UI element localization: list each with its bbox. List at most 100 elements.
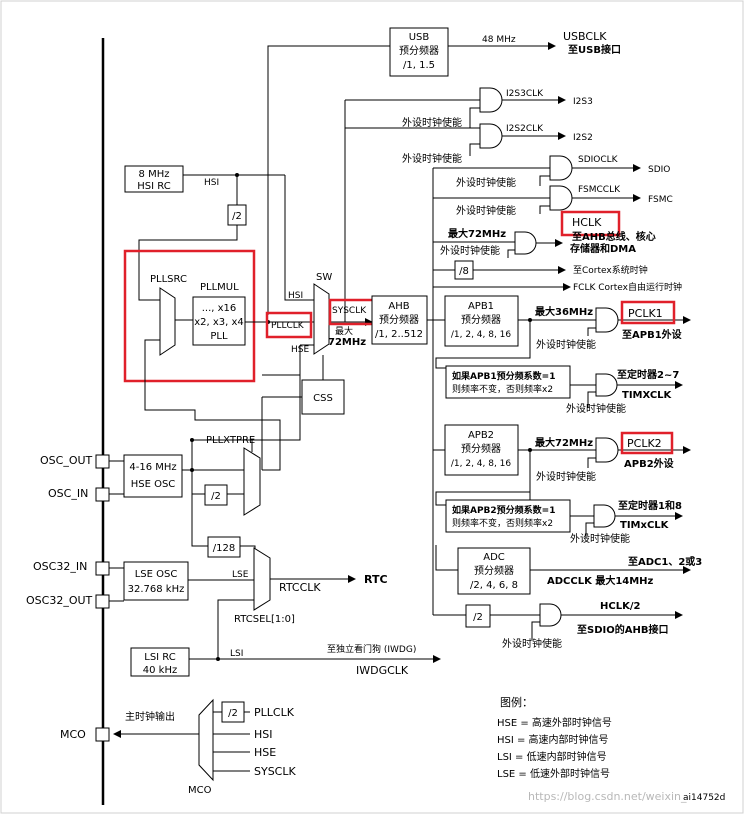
fsmc-periph-en: 外设时钟使能 <box>456 204 516 217</box>
apb2-note-line1: 如果APB2预分频系数=1 <box>452 504 556 516</box>
hsi-div2-label: /2 <box>232 211 242 222</box>
sysclk-label: SYSCLK <box>332 306 367 316</box>
hsi-sw-label: HSI <box>288 291 303 301</box>
timer27-label: 至定时器2~7 <box>617 368 679 381</box>
mco-mux <box>198 698 214 782</box>
sdio-ahb-gate <box>539 603 562 627</box>
mco-pin <box>95 727 110 742</box>
legend-lsi: LSI = 低速内部时钟信号 <box>497 750 607 763</box>
sdio-ahb-periph-en: 外设时钟使能 <box>502 637 562 650</box>
pclk1-periph-en: 外设时钟使能 <box>536 338 596 351</box>
osc-out-label: OSC_OUT <box>40 454 93 467</box>
i2s2-label: I2S2 <box>573 133 593 143</box>
pll-line1: ..., x16 <box>202 303 237 314</box>
sysclk-max: 72MHz <box>328 337 366 348</box>
adc-prescaler-box <box>457 547 531 595</box>
sdioclk-label: SDIOCLK <box>578 155 619 165</box>
legend-title: 图例： <box>500 695 533 709</box>
apb2-line3: /1, 2, 4, 8, 16 <box>451 459 512 469</box>
hclk-periph-en: 外设时钟使能 <box>440 244 500 257</box>
ahb-line1: AHB <box>388 301 409 312</box>
lse-osc-line1: LSE OSC <box>135 569 178 580</box>
pclk1-gate <box>595 307 619 333</box>
mco-output-label: 主时钟输出 <box>125 710 175 723</box>
osc32-out-pin <box>95 594 110 609</box>
fsmcclk-label: FSMCCLK <box>578 185 621 195</box>
osc32-in-pin <box>95 561 110 576</box>
usbclk-label: USBCLK <box>563 30 607 43</box>
pll-line2: x2, x3, x4 <box>194 317 244 328</box>
pllclk-label: PLLCLK <box>271 321 305 331</box>
fclk-label: FCLK Cortex自由运行时钟 <box>573 281 682 293</box>
usbclk-sub: 至USB接口 <box>568 43 621 56</box>
apb2-prescaler-box <box>444 424 519 476</box>
hclk-highlight <box>560 210 621 237</box>
hclk-max: 最大72MHz <box>448 227 506 240</box>
rtcsel-mux <box>253 547 271 611</box>
pclk1-sub: 至APB1外设 <box>622 328 682 341</box>
fsmc-label: FSMC <box>648 195 673 205</box>
div128-label: /128 <box>213 543 235 554</box>
hclk-sub1: 至AHB总线、核心 <box>572 230 656 243</box>
ahb-line2: 预分频器 <box>379 313 419 326</box>
watermark: https://blog.csdn.net/weixin_ <box>528 790 687 803</box>
mco-in-pllclk: PLLCLK <box>254 706 295 719</box>
hsi-rc-box <box>124 165 184 193</box>
i2s3-periph-en: 外设时钟使能 <box>402 116 462 129</box>
cortex-timer: 至Cortex系统时钟 <box>573 264 648 276</box>
pclk1-label: PCLK1 <box>628 307 663 320</box>
apb1-line2: 预分频器 <box>461 313 501 326</box>
i2s2-gate <box>479 123 503 149</box>
osc-out-pin <box>95 454 110 469</box>
osc-in-label: OSC_IN <box>48 487 88 500</box>
legend-hse: HSE = 高速外部时钟信号 <box>497 716 612 729</box>
hse-div2-box <box>204 484 228 506</box>
iwdgclk-label: IWDGCLK <box>356 664 409 677</box>
apb1-timer-note <box>445 365 571 399</box>
hclk-label: HCLK <box>572 216 602 229</box>
pll-box <box>192 296 246 346</box>
pclk1-highlight <box>620 300 676 325</box>
mco-in-hsi: HSI <box>254 728 273 741</box>
hse-osc-line1: 4-16 MHz <box>129 462 176 473</box>
pllsrc-label: PLLSRC <box>150 274 187 285</box>
hsi-rc-line1: 8 MHz <box>139 169 170 180</box>
usb-freq: 48 MHz <box>482 35 516 45</box>
lsi-rc-box <box>130 647 190 677</box>
div2-sdio-box <box>465 604 491 628</box>
hsi-wire-label: HSI <box>204 178 219 188</box>
pll-line3: PLL <box>210 331 228 342</box>
timer18-label: 至定时器1和8 <box>618 499 682 512</box>
timer18-gate <box>593 504 616 528</box>
lsi-rc-line2: 40 kHz <box>143 665 177 676</box>
apb1-line1: APB1 <box>468 301 494 312</box>
hse-osc-box <box>123 454 183 498</box>
sw-label: SW <box>316 272 332 283</box>
apb2-line1: APB2 <box>468 430 494 441</box>
timxclk2-label: TIMxCLK <box>620 520 670 531</box>
legend-hsi: HSI = 高速内部时钟信号 <box>497 733 609 746</box>
apb1-note-line2: 则频率不变，否则频率x2 <box>452 383 553 395</box>
pllsrc-mux <box>159 287 176 356</box>
usb-box-line3: /1, 1.5 <box>403 60 435 71</box>
i2s2clk-label: I2S2CLK <box>506 124 544 134</box>
apb2-note-line2: 则频率不变，否则频率x2 <box>452 517 553 529</box>
adc-line1: ADC <box>483 552 505 563</box>
pllclk-highlight <box>265 311 313 339</box>
apb1-note-line1: 如果APB1预分频系数=1 <box>452 370 556 382</box>
mco-mux-label: MCO <box>188 785 212 796</box>
lsi-wire-label: LSI <box>230 649 243 659</box>
apb1-max: 最大36MHz <box>535 305 593 318</box>
usb-prescaler-box <box>389 27 449 77</box>
timer18-periph-en: 外设时钟使能 <box>570 532 630 545</box>
timer27-periph-en: 外设时钟使能 <box>566 402 626 415</box>
sdio-ahb-label: 至SDIO的AHB接口 <box>577 623 668 636</box>
i2s3-gate <box>479 87 503 113</box>
lsi-rc-line1: LSI RC <box>144 652 175 663</box>
sysclk-max-label: 最大 <box>335 325 353 337</box>
lse-osc-box <box>123 561 189 601</box>
i2s2-periph-en: 外设时钟使能 <box>402 152 462 165</box>
adc-to-label: 至ADC1、2或3 <box>628 555 702 568</box>
pllxtpre-mux <box>243 447 261 516</box>
